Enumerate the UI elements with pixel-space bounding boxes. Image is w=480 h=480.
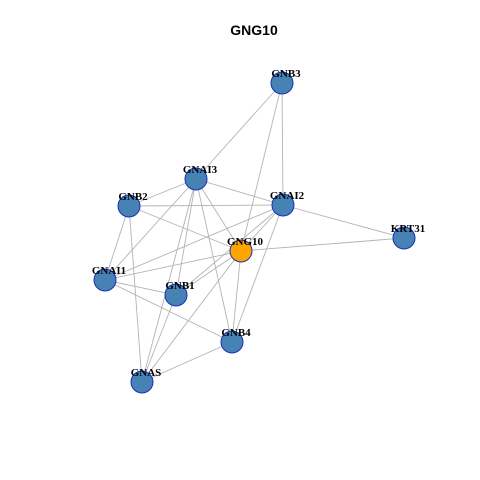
edge-gnb2-gnas: [128, 205, 143, 383]
node-label-gnb4: GNB4: [221, 327, 251, 339]
edge-gnai3-gnb4: [195, 178, 233, 343]
node-gng10: [229, 239, 253, 263]
edge-gng10-gnas: [141, 250, 242, 383]
edge-krt31-gng10: [240, 237, 405, 252]
edge-gnai1-gnb4: [104, 279, 233, 343]
node-label-gnai3: GNAI3: [183, 164, 218, 176]
edge-gnb1-gnas: [141, 294, 177, 383]
node-label-gnas: GNAS: [131, 367, 162, 379]
edge-gnb2-gng10: [128, 205, 242, 252]
node-gnai2: [271, 193, 295, 217]
edge-gnai3-gnas: [141, 178, 197, 383]
edge-gnb3-gnai2: [281, 82, 284, 206]
node-label-gnai1: GNAI1: [92, 265, 126, 277]
edge-gnb2-gnai2: [128, 204, 284, 207]
edge-gnai2-gnb4: [231, 204, 284, 343]
edge-gnb2-gnai1: [104, 205, 130, 281]
node-gnb2: [117, 194, 141, 218]
node-label-gnai2: GNAI2: [270, 190, 305, 202]
node-gnb4: [220, 330, 244, 354]
node-label-gnb2: GNB2: [118, 191, 148, 203]
edge-gnai2-gnb1: [175, 204, 284, 296]
node-gnai1: [93, 268, 117, 292]
edge-gnai3-gnb1: [175, 178, 197, 296]
edge-gnai2-krt31: [282, 204, 405, 239]
edge-gnai3-gng10: [195, 178, 242, 252]
edge-gng10-gnb1: [175, 250, 242, 296]
edge-gnb3-gng10: [240, 82, 283, 252]
edge-gnb3-gnai3: [195, 82, 283, 180]
graph-title: GNG10: [230, 22, 278, 38]
node-krt31: [392, 226, 416, 250]
edge-gnai3-gnai2: [195, 178, 284, 206]
edges-layer: [104, 82, 405, 383]
node-gnas: [130, 370, 154, 394]
node-gnai3: [184, 167, 208, 191]
node-label-gnb1: GNB1: [165, 280, 194, 292]
node-gnb1: [164, 283, 188, 307]
edge-gnai3-gnai1: [104, 178, 197, 281]
node-label-krt31: KRT31: [391, 223, 425, 235]
edge-gnai2-gnai1: [104, 204, 284, 281]
edge-gng10-gnai1: [104, 250, 242, 281]
node-label-gng10: GNG10: [227, 236, 264, 248]
edge-gng10-gnb4: [231, 250, 242, 343]
nodes-layer: [93, 71, 416, 394]
edge-gnai1-gnb1: [104, 279, 177, 296]
edge-gnai3-gnb2: [128, 178, 197, 207]
node-label-gnb3: GNB3: [271, 68, 301, 80]
edge-gnb4-gnas: [141, 341, 233, 383]
node-gnb3: [270, 71, 294, 95]
